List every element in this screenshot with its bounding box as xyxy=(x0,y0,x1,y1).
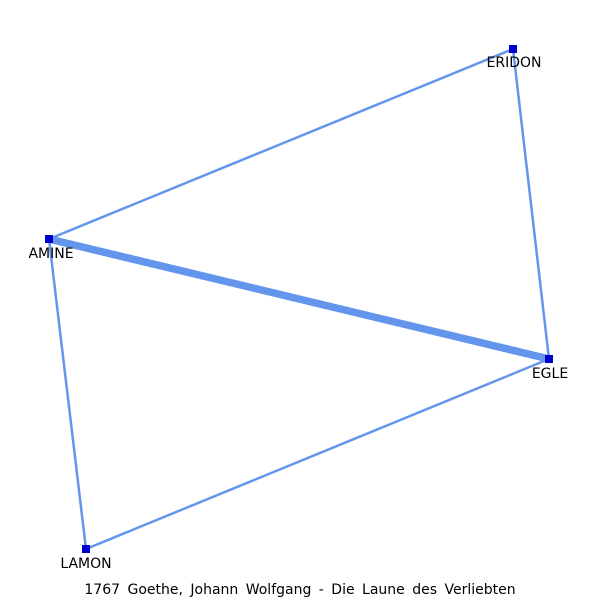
node-amine xyxy=(45,235,53,243)
node-label-lamon: LAMON xyxy=(60,556,111,572)
nodes-layer xyxy=(45,45,553,553)
node-egle xyxy=(545,355,553,363)
node-lamon xyxy=(82,545,90,553)
edges-layer xyxy=(47,47,551,551)
labels-layer: ERIDON AMINE EGLE LAMON xyxy=(28,55,568,572)
node-label-egle: EGLE xyxy=(532,366,568,382)
node-label-eridon: ERIDON xyxy=(487,55,542,71)
edge-amine-egle xyxy=(48,235,550,363)
edge-eridon-amine xyxy=(48,47,514,241)
node-eridon xyxy=(509,45,517,53)
graph-caption: 1767 Goethe, Johann Wolfgang - Die Laune… xyxy=(84,582,516,598)
edge-amine-lamon xyxy=(47,238,88,550)
node-label-amine: AMINE xyxy=(28,246,73,262)
edge-lamon-egle xyxy=(85,357,550,551)
edge-eridon-egle xyxy=(511,48,551,360)
